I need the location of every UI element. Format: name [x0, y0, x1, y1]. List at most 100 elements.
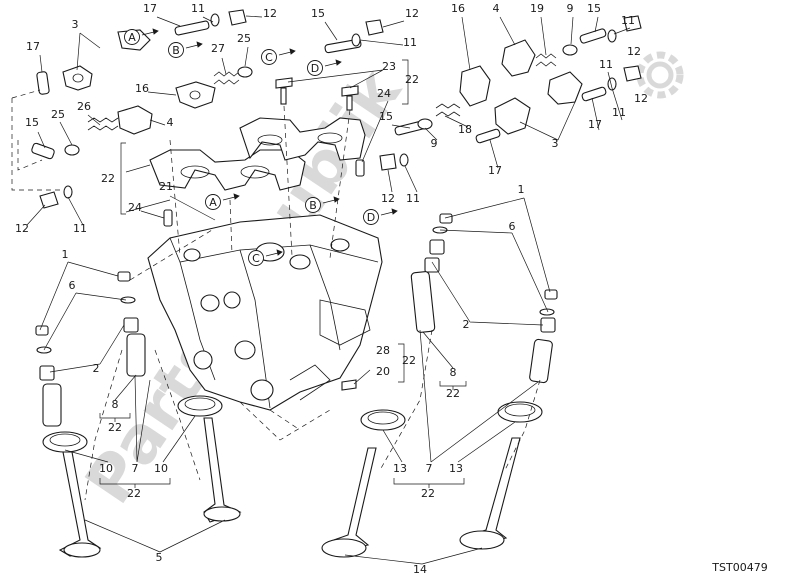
- spring-19: [535, 53, 557, 67]
- marker-circle: [205, 194, 221, 210]
- callout-23: 23: [382, 60, 396, 73]
- callout-10: 10: [154, 462, 168, 475]
- callout-3: 3: [552, 137, 559, 150]
- callout-17: 17: [143, 2, 157, 15]
- spring-26: [87, 117, 119, 131]
- callout-11: 11: [621, 14, 635, 27]
- arrow-marker-a: A: [205, 193, 240, 210]
- callout-18: 18: [458, 123, 472, 136]
- marker-letter: B: [309, 199, 317, 212]
- callout-17: 17: [488, 164, 502, 177]
- alignment-lines: [11, 89, 541, 501]
- callout-21: 21: [159, 180, 173, 193]
- arrow-marker-d: D: [307, 59, 342, 76]
- callout-25: 25: [237, 32, 251, 45]
- rocker-arm-right-upper: [547, 71, 583, 105]
- callout-16: 16: [135, 82, 149, 95]
- marker-circle: [363, 209, 379, 225]
- arrow-marker-a: A: [124, 28, 159, 45]
- callout-15: 15: [25, 116, 39, 129]
- arrow-icon: [185, 41, 203, 49]
- callout-28: 28: [376, 344, 390, 357]
- callout-22: 22: [405, 73, 419, 86]
- callout-13: 13: [449, 462, 463, 475]
- marker-letter: C: [252, 252, 260, 265]
- callout-8: 8: [450, 366, 457, 379]
- callout-2: 2: [463, 318, 470, 331]
- callout-12: 12: [15, 222, 29, 235]
- callout-5: 5: [156, 551, 163, 564]
- callout-8: 8: [112, 398, 119, 411]
- callout-12: 12: [381, 192, 395, 205]
- marker-letter: A: [209, 196, 217, 209]
- callout-12: 12: [627, 45, 641, 58]
- marker-letter: D: [367, 211, 375, 224]
- arrow-icon: [265, 249, 283, 257]
- callout-25: 25: [51, 108, 65, 121]
- callout-13: 13: [393, 462, 407, 475]
- callout-7: 7: [132, 462, 139, 475]
- spring-27: [213, 71, 240, 85]
- callout-11: 11: [73, 222, 87, 235]
- callout-1: 1: [518, 183, 525, 196]
- callout-7: 7: [426, 462, 433, 475]
- arrow-marker-b: B: [305, 196, 340, 213]
- marker-letter: B: [172, 44, 180, 57]
- callout-12: 12: [405, 7, 419, 20]
- callout-12: 12: [263, 7, 277, 20]
- callout-6: 6: [69, 279, 76, 292]
- rocker-arm-right-3: [494, 97, 531, 135]
- cylinder-head: [147, 214, 383, 411]
- callout-26: 26: [77, 100, 91, 113]
- spring-18: [435, 103, 461, 117]
- drawing-code: TST00479: [711, 561, 767, 574]
- callout-10: 10: [99, 462, 113, 475]
- valve-seats: [42, 395, 543, 453]
- callout-17: 17: [26, 40, 40, 53]
- callout-11: 11: [406, 192, 420, 205]
- callout-15: 15: [587, 2, 601, 15]
- marker-circle: [261, 49, 277, 65]
- callout-22: 22: [127, 487, 141, 500]
- callout-22: 22: [446, 387, 460, 400]
- leader-lines: [26, 15, 631, 565]
- arrow-marker-c: C: [248, 249, 283, 266]
- arrow-marker-c: C: [261, 48, 296, 65]
- valves: [58, 417, 521, 558]
- callout-19: 19: [530, 2, 544, 15]
- arrow-icon: [322, 196, 340, 204]
- callout-15: 15: [379, 110, 393, 123]
- rocker-arm-center-16: [175, 81, 216, 109]
- callout-22: 22: [108, 421, 122, 434]
- brackets: [99, 59, 467, 488]
- callout-11: 11: [191, 2, 205, 15]
- callout-27: 27: [211, 42, 225, 55]
- callout-9: 9: [567, 2, 574, 15]
- arrow-marker-d: D: [363, 208, 398, 225]
- callout-24: 24: [377, 87, 391, 100]
- callout-16: 16: [451, 2, 465, 15]
- cam-cap-lower: [149, 149, 306, 191]
- arrow-icon: [278, 48, 296, 56]
- callout-17: 17: [588, 118, 602, 131]
- marker-letter: D: [311, 62, 319, 75]
- marker-circle: [305, 197, 321, 213]
- callout-6: 6: [509, 220, 516, 233]
- callout-11: 11: [403, 36, 417, 49]
- rocker-arm-right-16: [459, 65, 491, 107]
- callout-2: 2: [93, 362, 100, 375]
- marker-circle: [307, 60, 323, 76]
- callout-9: 9: [431, 137, 438, 150]
- callout-14: 14: [413, 563, 427, 576]
- marker-circle: [124, 29, 140, 45]
- arrow-icon: [222, 193, 240, 201]
- callout-11: 11: [599, 58, 613, 71]
- callout-15: 15: [311, 7, 325, 20]
- arrow-icon: [324, 59, 342, 67]
- callout-4: 4: [493, 2, 500, 15]
- marker-circle: [248, 250, 264, 266]
